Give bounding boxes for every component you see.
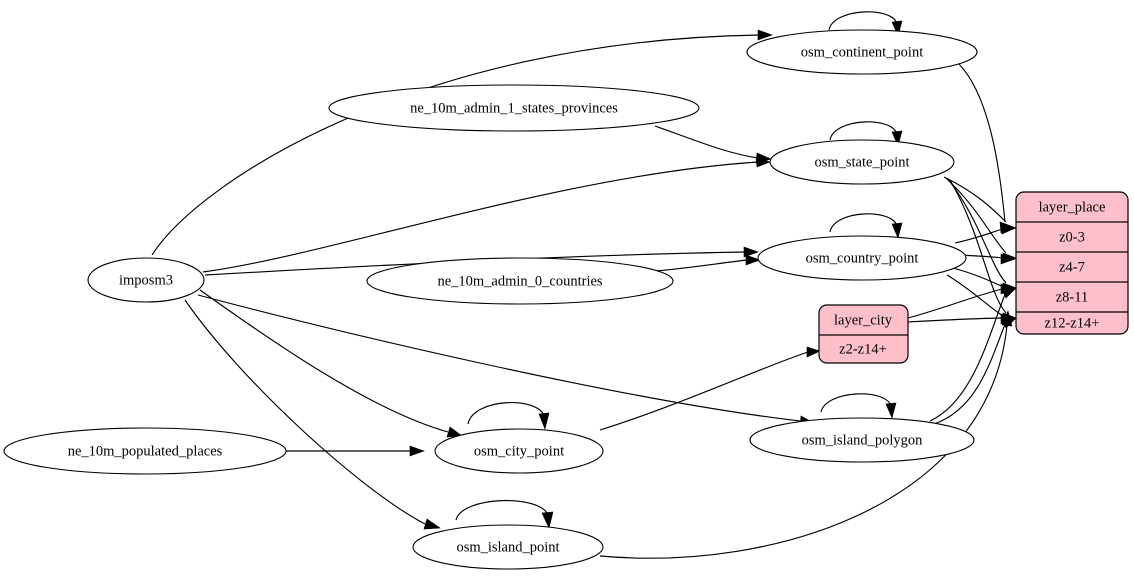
edge-layer-city-to-layer-place-z8-11 bbox=[907, 282, 1017, 319]
node-osm-state-point[interactable]: osm_state_point bbox=[769, 139, 955, 185]
node-ne-states-shape[interactable] bbox=[328, 84, 700, 132]
edge-imposm3-to-osm-island-point bbox=[184, 299, 441, 530]
edge-osm-state-point-to-layer-place-z8-11 bbox=[947, 178, 1016, 295]
node-ne-countries-shape[interactable] bbox=[366, 257, 674, 305]
edge-self-loop-osm-country-point bbox=[829, 213, 903, 239]
node-osm-island-point[interactable]: osm_island_point bbox=[412, 524, 604, 570]
edge-imposm3-to-osm-state-point bbox=[202, 156, 771, 273]
node-osm-continent-point[interactable]: osm_continent_point bbox=[746, 29, 978, 75]
edge-ne-states-to-osm-state-point bbox=[654, 125, 772, 164]
node-osm-island-polygon[interactable]: osm_island_polygon bbox=[749, 417, 975, 463]
node-osm-state-point-shape[interactable] bbox=[769, 139, 955, 185]
edge-imposm3-to-osm-continent-point bbox=[151, 29, 773, 256]
node-osm-city-point-shape[interactable] bbox=[434, 428, 604, 474]
edge-layer bbox=[151, 11, 1017, 559]
record-layer-place[interactable]: layer_place z0-3 z4-7 z8-11 z12-z14+ bbox=[1015, 191, 1129, 335]
node-ne-10m-populated-places[interactable]: ne_10m_populated_places bbox=[3, 427, 287, 475]
node-osm-island-point-shape[interactable] bbox=[412, 524, 604, 570]
node-osm-city-point[interactable]: osm_city_point bbox=[434, 428, 604, 474]
edge-imposm3-to-osm-island-polygon bbox=[197, 294, 815, 427]
edge-self-loop-osm-city-point bbox=[467, 401, 550, 430]
node-osm-country-point[interactable]: osm_country_point bbox=[757, 235, 967, 281]
edge-self-loop-osm-island-polygon bbox=[820, 393, 897, 419]
node-osm-island-polygon-shape[interactable] bbox=[749, 417, 975, 463]
node-ne-populated-shape[interactable] bbox=[3, 427, 287, 475]
record-layer-city-box[interactable] bbox=[818, 304, 909, 364]
edge-osm-country-point-to-layer-place-z4-7 bbox=[959, 252, 1017, 264]
edge-self-loop-osm-continent-point bbox=[828, 11, 903, 37]
edge-self-loop-osm-island-point bbox=[455, 500, 554, 529]
edge-ne-countries-to-osm-country-point bbox=[654, 254, 761, 272]
node-osm-country-point-shape[interactable] bbox=[757, 235, 967, 281]
edge-osm-island-point-to-layer-place-z12-z14 bbox=[599, 310, 1013, 559]
record-layer-place-box[interactable] bbox=[1015, 191, 1129, 335]
node-ne-10m-admin-0-countries[interactable]: ne_10m_admin_0_countries bbox=[366, 257, 674, 305]
node-imposm3[interactable]: imposm3 bbox=[87, 257, 205, 303]
edge-osm-country-point-to-layer-place-z0-3 bbox=[954, 222, 1017, 244]
record-layer-city[interactable]: layer_city z2-z14+ bbox=[818, 304, 909, 364]
edge-ne-populated-to-osm-city-point bbox=[285, 445, 425, 457]
edge-osm-island-polygon-to-layer-place-z8-11 bbox=[929, 287, 1017, 422]
edge-self-loop-osm-state-point bbox=[829, 121, 903, 147]
node-imposm3-shape[interactable] bbox=[87, 257, 205, 303]
edge-layer-city-to-layer-place-z12-z14 bbox=[907, 312, 1017, 324]
node-ne-10m-admin-1-states-provinces[interactable]: ne_10m_admin_1_states_provinces bbox=[328, 84, 700, 132]
edge-imposm3-to-osm-city-point bbox=[199, 289, 463, 438]
node-osm-continent-point-shape[interactable] bbox=[746, 29, 978, 75]
edge-osm-city-point-to-layer-city bbox=[599, 346, 821, 431]
